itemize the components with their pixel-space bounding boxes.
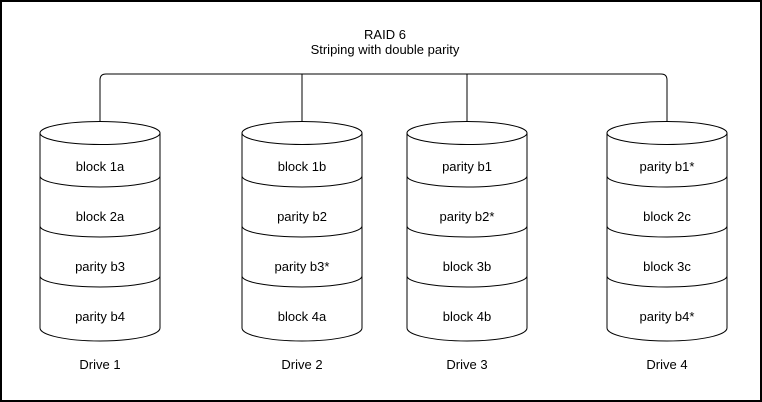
block-label: block 3c xyxy=(643,259,691,274)
diagram-subtitle: Striping with double parity xyxy=(310,42,460,57)
block-label: parity b3 xyxy=(75,259,125,274)
block-label: block 1a xyxy=(75,159,125,174)
block-label: parity b2* xyxy=(439,209,495,224)
drive-2: block 1b parity b2 parity b3* block 4a D… xyxy=(241,121,363,386)
cylinder-divider xyxy=(606,275,728,288)
cylinder-divider xyxy=(406,275,528,288)
drive-cylinder-icon xyxy=(39,121,161,342)
cylinder-top-ellipse xyxy=(241,121,363,145)
cylinder-divider xyxy=(241,225,363,238)
title-block: RAID 6 Striping with double parity xyxy=(2,27,760,57)
cylinder-top-ellipse xyxy=(39,121,161,145)
cylinder-divider xyxy=(606,225,728,238)
block-label: block 1b xyxy=(277,159,327,174)
cylinder-divider xyxy=(241,175,363,188)
drive-name: Drive 2 xyxy=(281,357,323,372)
block-label: parity b3* xyxy=(274,259,330,274)
cylinder-divider xyxy=(406,225,528,238)
connector-path xyxy=(99,73,668,123)
cylinder-divider xyxy=(39,275,161,288)
block-label: parity b1 xyxy=(442,159,492,174)
cylinder-divider xyxy=(606,175,728,188)
cylinder-divider xyxy=(406,175,528,188)
block-label: block 3b xyxy=(442,259,492,274)
block-label: parity b1* xyxy=(639,159,695,174)
drive-cylinder-icon xyxy=(606,121,728,342)
block-label: block 2a xyxy=(75,209,125,224)
diagram-title: RAID 6 xyxy=(364,27,406,42)
cylinder-divider xyxy=(241,275,363,288)
cylinder-top-ellipse xyxy=(606,121,728,145)
cylinder-divider xyxy=(39,175,161,188)
drive-name: Drive 3 xyxy=(446,357,488,372)
drive-name: Drive 4 xyxy=(646,357,688,372)
block-label: parity b4* xyxy=(639,309,695,324)
block-label: parity b4 xyxy=(75,309,125,324)
cylinder-top-ellipse xyxy=(406,121,528,145)
block-label: block 4a xyxy=(277,309,327,324)
drive-cylinder-icon xyxy=(241,121,363,342)
drive-3: parity b1 parity b2* block 3b block 4b D… xyxy=(406,121,528,386)
cylinder-divider xyxy=(39,225,161,238)
drive-name: Drive 1 xyxy=(79,357,121,372)
block-label: block 2c xyxy=(643,209,691,224)
block-label: parity b2 xyxy=(277,209,327,224)
drive-1: block 1a block 2a parity b3 parity b4 Dr… xyxy=(39,121,161,386)
block-label: block 4b xyxy=(442,309,492,324)
drive-4: parity b1* block 2c block 3c parity b4* … xyxy=(606,121,728,386)
drive-cylinder-icon xyxy=(406,121,528,342)
